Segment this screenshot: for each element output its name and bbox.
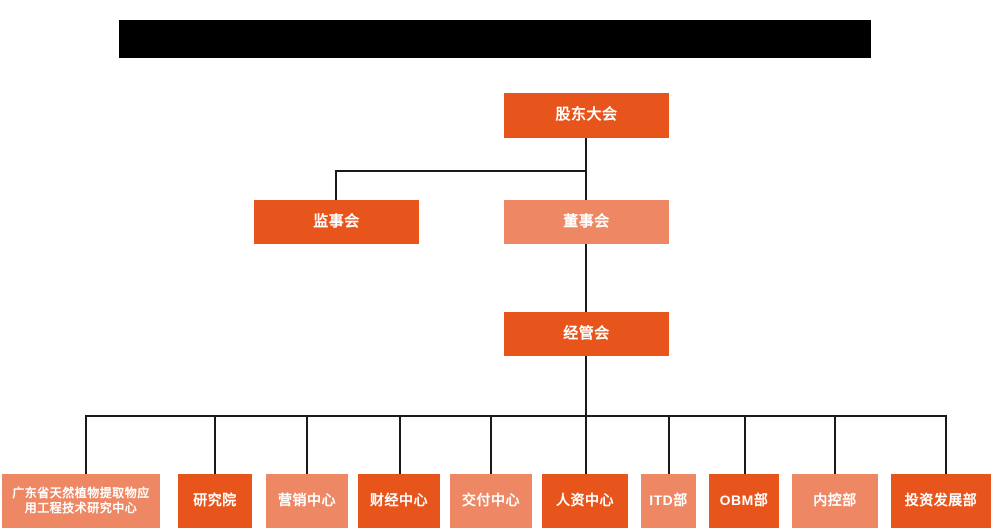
node-dept-hr-center-label: 人资中心 xyxy=(556,492,614,509)
connector-level2-bus xyxy=(335,170,586,172)
node-dept-finance-center[interactable]: 财经中心 xyxy=(358,474,440,528)
connector-to-supervisors xyxy=(335,170,337,201)
node-dept-finance-center-label: 财经中心 xyxy=(370,492,428,509)
connector-to-dept-1 xyxy=(85,415,87,474)
connector-to-dept-4 xyxy=(399,415,401,474)
node-dept-guangdong-research-center[interactable]: 广东省天然植物提取物应 用工程技术研究中心 xyxy=(2,474,160,528)
connector-to-dept-5 xyxy=(490,415,492,474)
connector-to-dept-9 xyxy=(834,415,836,474)
node-management-committee-label: 经管会 xyxy=(563,324,610,342)
node-dept-itd-label: ITD部 xyxy=(649,492,688,509)
node-dept-research-institute[interactable]: 研究院 xyxy=(178,474,252,528)
node-board-of-supervisors[interactable]: 监事会 xyxy=(254,200,419,244)
connector-management-stem xyxy=(585,356,587,416)
node-dept-guangdong-research-center-label: 广东省天然植物提取物应 用工程技术研究中心 xyxy=(12,486,150,515)
connector-to-dept-8 xyxy=(744,415,746,474)
redacted-title-bar xyxy=(119,20,871,58)
connector-to-dept-10 xyxy=(945,415,947,474)
node-board-of-directors-label: 董事会 xyxy=(563,212,610,230)
connector-to-dept-2 xyxy=(214,415,216,474)
node-dept-internal-control[interactable]: 内控部 xyxy=(792,474,878,528)
node-dept-obm-label: OBM部 xyxy=(719,492,769,509)
node-dept-delivery-center-label: 交付中心 xyxy=(462,492,520,509)
connector-department-bus xyxy=(85,415,946,417)
node-dept-itd[interactable]: ITD部 xyxy=(641,474,696,528)
node-dept-internal-control-label: 内控部 xyxy=(813,492,857,509)
node-management-committee[interactable]: 经管会 xyxy=(504,312,669,356)
node-dept-delivery-center[interactable]: 交付中心 xyxy=(450,474,532,528)
connector-to-dept-7 xyxy=(668,415,670,474)
node-dept-research-institute-label: 研究院 xyxy=(193,492,237,509)
node-dept-investment-development[interactable]: 投资发展部 xyxy=(891,474,991,528)
node-dept-marketing-center[interactable]: 营销中心 xyxy=(266,474,348,528)
node-dept-obm[interactable]: OBM部 xyxy=(709,474,779,528)
connector-to-dept-3 xyxy=(306,415,308,474)
connector-to-dept-6 xyxy=(585,415,587,474)
connector-directors-to-management xyxy=(585,243,587,313)
node-shareholders-meeting-label: 股东大会 xyxy=(555,106,618,124)
node-dept-investment-development-label: 投资发展部 xyxy=(904,492,978,509)
node-board-of-directors[interactable]: 董事会 xyxy=(504,200,669,244)
node-dept-hr-center[interactable]: 人资中心 xyxy=(542,474,628,528)
node-dept-marketing-center-label: 营销中心 xyxy=(278,492,336,509)
node-board-of-supervisors-label: 监事会 xyxy=(313,212,360,230)
connector-shareholders-stem xyxy=(585,138,587,171)
node-shareholders-meeting[interactable]: 股东大会 xyxy=(504,93,669,138)
connector-to-directors xyxy=(585,170,587,201)
